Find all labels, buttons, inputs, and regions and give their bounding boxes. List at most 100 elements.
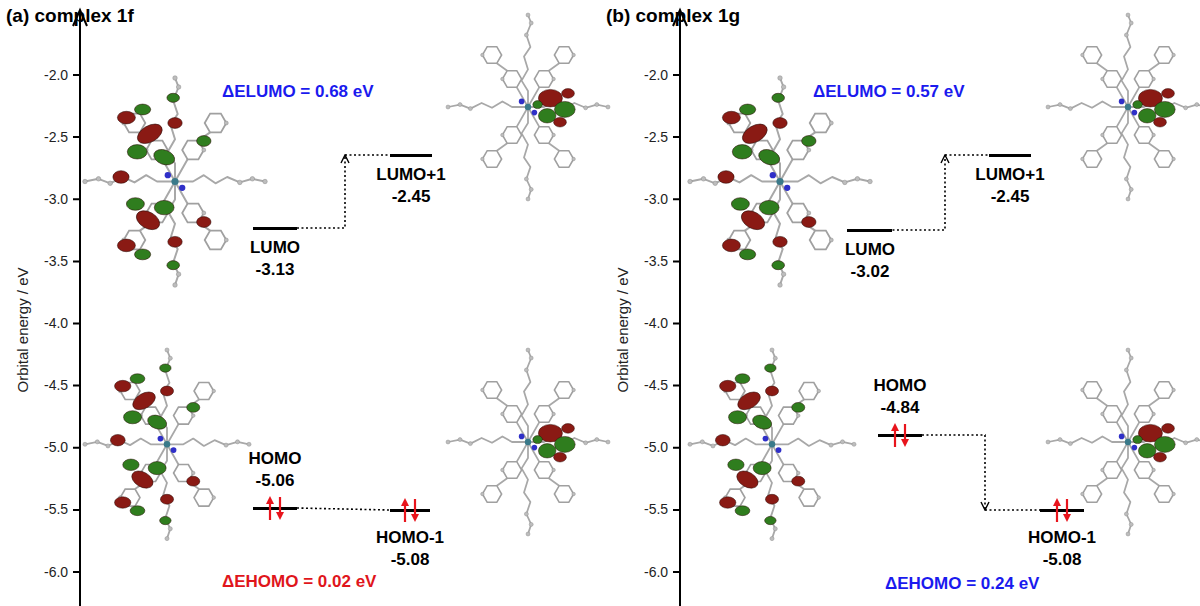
orbital-level: LUMO+1-2.45 — [376, 154, 445, 208]
molecule-model — [446, 13, 610, 201]
spin-down-head — [1063, 514, 1071, 522]
axis-tick-label: -3.5 — [44, 253, 68, 270]
orbital-lobes — [718, 93, 816, 269]
orbital-name: HOMO-1 — [1028, 527, 1096, 549]
molecule-model — [1046, 13, 1200, 201]
axis-tick-label: -4.0 — [644, 315, 668, 332]
spin-down-head — [411, 514, 419, 522]
orbital-lobes — [533, 424, 575, 462]
orbital-name: LUMO — [250, 237, 300, 259]
orbital-name: LUMO+1 — [376, 164, 445, 186]
energy-level-line — [390, 509, 430, 512]
orbital-lobes — [1133, 89, 1175, 127]
energy-level-line — [847, 229, 892, 232]
orbital-lobes — [110, 364, 199, 525]
dotted-connector — [297, 155, 345, 228]
transition-connector — [297, 155, 390, 228]
dotted-connector — [985, 509, 1040, 511]
molecule-model — [688, 348, 856, 541]
molecule-model — [83, 76, 268, 288]
orbital-isosurface — [446, 348, 610, 536]
panel-title: (a) complex 1f — [6, 5, 134, 28]
panel-title: (b) complex 1g — [606, 5, 740, 28]
energy-level-line — [878, 434, 922, 437]
orbital-isosurface — [83, 76, 268, 288]
energy-level-line — [253, 507, 297, 510]
orbital-name: LUMO+1 — [975, 164, 1044, 186]
axis-tick-label: -5.0 — [44, 439, 68, 456]
axis-line — [679, 12, 681, 606]
energy-level-line — [253, 227, 297, 230]
molecule-model — [688, 76, 873, 288]
electron-pair — [888, 422, 912, 449]
transition-connector — [892, 155, 989, 230]
orbital-level: LUMO-3.02 — [845, 229, 895, 283]
orbital-energy: -3.02 — [851, 261, 890, 283]
axis-line — [79, 12, 81, 606]
orbital-energy: -5.08 — [1043, 549, 1082, 571]
orbital-level: HOMO-1-5.08 — [1028, 509, 1096, 571]
spin-down-head — [901, 439, 909, 447]
axis-tick-label: -6.0 — [44, 564, 68, 581]
orbital-level: LUMO+1-2.45 — [975, 154, 1044, 208]
molecule-model — [446, 348, 610, 536]
orbital-energy: -5.06 — [256, 470, 295, 492]
dotted-connector — [345, 154, 390, 156]
orbital-name: LUMO — [845, 239, 895, 261]
orbital-isosurface — [1046, 13, 1200, 201]
energy-gap-label: ΔEHOMO = 0.24 eV — [885, 574, 1039, 594]
orbital-energy: -5.08 — [391, 549, 430, 571]
axis-tick-label: -5.5 — [644, 501, 668, 518]
energy-axis — [673, 10, 687, 606]
orbital-lobes — [113, 93, 211, 269]
orbital-level: LUMO-3.13 — [250, 227, 300, 281]
energy-axis — [73, 10, 87, 606]
axis-tick-label: -2.5 — [644, 129, 668, 146]
spin-up-head — [891, 423, 899, 431]
axis-tick-label: -2.5 — [44, 129, 68, 146]
axis-tick-label: -4.5 — [644, 377, 668, 394]
axis-ticks — [73, 75, 80, 572]
orbital-isosurface — [83, 348, 251, 541]
energy-level-line — [1040, 509, 1084, 512]
axis-tick-label: -5.5 — [44, 501, 68, 518]
dotted-connector — [945, 154, 989, 156]
electron-pair — [263, 495, 287, 522]
energy-gap-label: ΔELUMO = 0.57 eV — [813, 82, 965, 102]
orbital-isosurface — [446, 13, 610, 201]
spin-up-head — [401, 498, 409, 506]
energy-gap-label: ΔEHOMO = 0.02 eV — [222, 572, 376, 592]
spin-down-head — [276, 512, 284, 520]
electron-pair — [1050, 497, 1074, 524]
orbital-isosurface — [688, 76, 873, 288]
orbital-energy: -3.13 — [256, 259, 295, 281]
orbital-level: HOMO-5.06 — [249, 448, 302, 510]
axis-tick-label: -5.0 — [644, 439, 668, 456]
transition-connector — [297, 508, 390, 510]
dotted-connector — [922, 435, 985, 510]
electron-pair — [398, 497, 422, 524]
orbital-level: HOMO-4.84 — [874, 375, 927, 437]
energy-gap-label: ΔELUMO = 0.68 eV — [222, 82, 374, 102]
axis-tick-label: -3.0 — [644, 191, 668, 208]
orbital-name: HOMO — [874, 375, 927, 397]
orbital-level: HOMO-1-5.08 — [376, 509, 444, 571]
axis-tick-label: -3.5 — [644, 253, 668, 270]
molecule-model — [83, 348, 251, 541]
axis-title: Orbital energy / eV — [613, 267, 631, 392]
orbital-energy: -2.45 — [392, 186, 431, 208]
energy-level-line — [390, 154, 432, 157]
spin-up-head — [266, 496, 274, 504]
spin-up-head — [1053, 498, 1061, 506]
orbital-lobes — [715, 364, 804, 525]
orbital-lobes — [1133, 424, 1175, 462]
orbital-name: HOMO — [249, 448, 302, 470]
orbital-lobes — [533, 89, 575, 127]
axis-tick-label: -4.0 — [44, 315, 68, 332]
transition-connector — [922, 435, 1040, 510]
dotted-connector — [892, 155, 945, 230]
axis-tick-label: -6.0 — [644, 564, 668, 581]
axis-tick-label: -4.5 — [44, 377, 68, 394]
